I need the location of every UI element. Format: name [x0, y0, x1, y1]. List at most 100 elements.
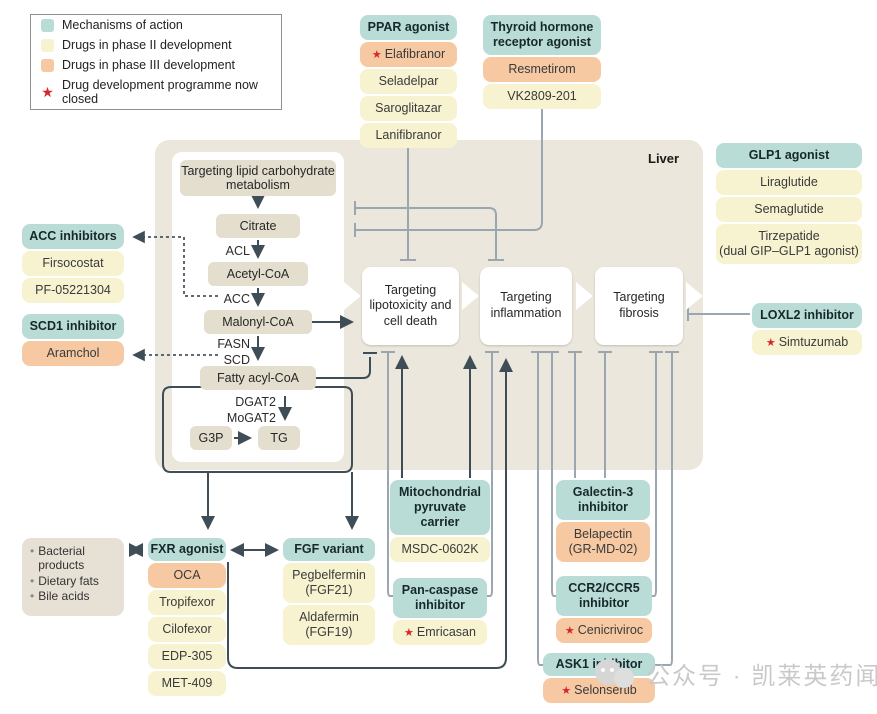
process-inflammation: Targeting inflammation — [480, 267, 572, 345]
legend-item-phase3: Drugs in phase III development — [41, 58, 271, 72]
drug-firsocostat: Firsocostat — [22, 251, 124, 276]
drug-label: MSDC-0602K — [401, 542, 479, 556]
tg-synthesis-outline-box — [162, 386, 353, 473]
closed-star-icon: ★ — [41, 83, 54, 100]
dashed-wires — [132, 230, 218, 362]
drug-label: Aramchol — [46, 346, 100, 360]
closed-star-icon: ★ — [404, 627, 414, 639]
legend-label: Drugs in phase III development — [62, 58, 236, 72]
drug-pegbelfermin: Pegbelfermin(FGF21) — [283, 563, 375, 603]
legend: Mechanisms of action Drugs in phase II d… — [30, 14, 282, 110]
group-ccr2-ccr5-inhibitor: CCR2/CCR5 inhibitor ★Cenicriviroc — [556, 576, 652, 644]
drug-label: PF-05221304 — [35, 283, 111, 297]
legend-item-mechanism: Mechanisms of action — [41, 18, 271, 32]
closed-star-icon: ★ — [564, 625, 575, 637]
group-acc-inhibitors: ACC inhibitors Firsocostat PF-05221304 — [22, 224, 124, 303]
drug-label: MET-409 — [161, 676, 213, 690]
drug-label: Firsocostat — [42, 256, 104, 270]
drug-oca: OCA — [148, 563, 226, 588]
drug-label: Simtuzumab — [778, 335, 849, 349]
drug-note: (FGF21) — [305, 583, 353, 597]
label-scd: SCD — [223, 353, 250, 367]
drug-label: Cilofexor — [162, 622, 212, 636]
drug-simtuzumab: ★Simtuzumab — [752, 330, 862, 356]
drug-lanifibranor: Lanifibranor — [360, 123, 457, 149]
drug-cilofexor: Cilofexor — [148, 617, 226, 642]
drug-label: Cenicriviroc — [577, 623, 644, 637]
drug-label: Tropifexor — [159, 595, 215, 609]
drug-resmetirom: Resmetirom — [483, 57, 601, 82]
drug-label: Liraglutide — [760, 175, 818, 189]
drug-emricasan: ★Emricasan — [393, 620, 487, 646]
drug-label: Semaglutide — [754, 202, 824, 216]
group-mitochondrial-pyruvate-carrier: Mitochondrial pyruvate carrier MSDC-0602… — [390, 480, 490, 562]
group-loxl2-inhibitor: LOXL2 inhibitor ★Simtuzumab — [752, 303, 862, 356]
node-metabolism: Targeting lipid carbohydrate metabolism — [180, 160, 336, 196]
drug-label: Resmetirom — [508, 62, 576, 76]
group-ppar-agonist: PPAR agonist ★Elafibranor Seladelpar Sar… — [360, 15, 457, 149]
group-title: Mitochondrial pyruvate carrier — [390, 480, 490, 535]
wechat-icon — [595, 658, 634, 688]
drug-note: (GR-MD-02) — [568, 542, 638, 556]
pan-caspase-left-line — [387, 353, 394, 597]
drug-label: Elafibranor — [384, 47, 446, 61]
gray-wires — [354, 102, 750, 666]
closed-star-icon: ★ — [371, 49, 382, 61]
group-title: LOXL2 inhibitor — [752, 303, 862, 328]
input-item: •Bacterial products — [30, 544, 118, 573]
input-item: •Bile acids — [30, 590, 118, 604]
fatty-acyl-line — [316, 357, 371, 379]
closed-star-icon: ★ — [561, 685, 572, 697]
drug-liraglutide: Liraglutide — [716, 170, 862, 195]
drug-note: (dual GIP–GLP1 agonist) — [719, 244, 859, 258]
group-title: Thyroid hormone receptor agonist — [483, 15, 601, 55]
ccr-left-line — [551, 353, 557, 597]
watermark-text: 公众号 · 凯莱英药闻 — [646, 663, 877, 690]
drug-vk2809: VK2809-201 — [483, 84, 601, 109]
drug-cenicriviroc: ★Cenicriviroc — [556, 618, 652, 644]
legend-item-phase2: Drugs in phase II development — [41, 38, 271, 52]
ask1-left-line — [537, 353, 544, 666]
drug-elafibranor: ★Elafibranor — [360, 42, 457, 68]
closed-star-icon: ★ — [765, 337, 776, 349]
input-label: Bile acids — [38, 589, 90, 604]
label-acl: ACL — [225, 244, 250, 258]
node-citrate: Citrate — [216, 214, 300, 238]
drug-saroglitazar: Saroglitazar — [360, 96, 457, 122]
ppar-branch-line — [355, 207, 497, 259]
label-dgat2: DGAT2 — [235, 395, 276, 409]
input-item: •Dietary fats — [30, 573, 118, 589]
group-galectin3-inhibitor: Galectin-3 inhibitor Belapectin(GR-MD-02… — [556, 480, 650, 562]
fxr-to-inflammation-arrow — [227, 358, 513, 669]
group-scd1-inhibitor: SCD1 inhibitor Aramchol — [22, 314, 124, 366]
peach-swatch-icon — [41, 58, 54, 72]
bullet-icon: • — [30, 589, 35, 604]
process-lipotoxicity: Targeting lipotoxicity and cell death — [362, 267, 459, 345]
drug-seladelpar: Seladelpar — [360, 69, 457, 95]
thyroid-line — [355, 102, 543, 231]
drug-met409: MET-409 — [148, 671, 226, 696]
group-title: Galectin-3 inhibitor — [556, 480, 650, 520]
group-thyroid-agonist: Thyroid hormone receptor agonist Resmeti… — [483, 15, 601, 109]
yellow-swatch-icon — [41, 38, 54, 52]
label-mogat2: MoGAT2 — [226, 411, 276, 425]
liver-label: Liver — [648, 151, 680, 166]
drug-label: Seladelpar — [378, 74, 439, 89]
drug-label: Pegbelfermin — [292, 568, 366, 582]
process-chevrons — [344, 282, 703, 310]
input-label: Dietary fats — [38, 573, 99, 588]
drug-label: Lanifibranor — [375, 128, 442, 143]
drug-edp305: EDP-305 — [148, 644, 226, 669]
node-g3p: G3P — [190, 426, 232, 450]
drug-note: (FGF19) — [305, 625, 353, 639]
drug-tirzepatide: Tirzepatide(dual GIP–GLP1 agonist) — [716, 224, 862, 264]
label-acc: ACC — [223, 292, 250, 306]
group-title: PPAR agonist — [360, 15, 457, 40]
drug-aldafermin: Aldafermin(FGF19) — [283, 605, 375, 645]
input-label: Bacterial products — [38, 544, 85, 572]
group-title: CCR2/CCR5 inhibitor — [556, 576, 652, 616]
dark-wires — [129, 195, 513, 669]
watermark: 公众号 · 凯莱英药闻 — [592, 656, 877, 691]
node-fatty-acyl-coa: Fatty acyl-CoA — [200, 366, 316, 390]
